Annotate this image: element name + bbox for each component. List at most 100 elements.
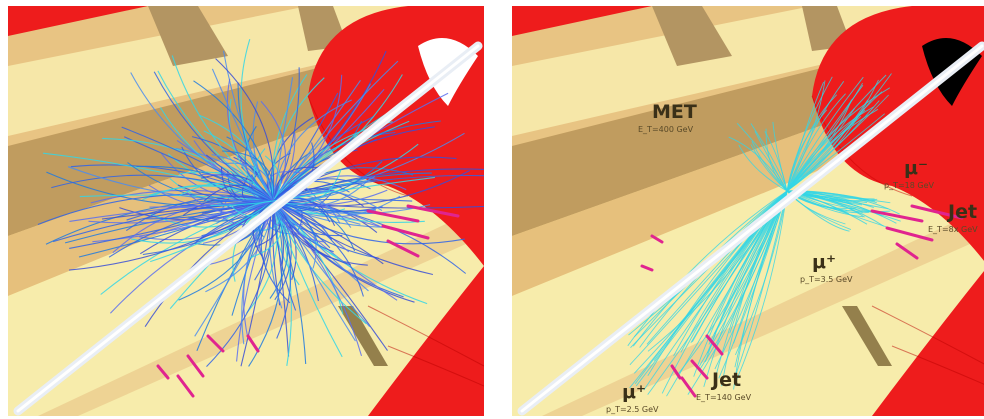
event-display-right: MET E_T=400 GeV μ⁻ p_T=18 GeV Jet E_T=8x…: [512, 6, 984, 416]
track: [37, 193, 274, 226]
energy-deposit: [870, 209, 924, 223]
track: [646, 190, 788, 345]
label-met: MET E_T=400 GeV: [638, 101, 697, 134]
track: [201, 173, 274, 202]
energy-deposit: [885, 226, 934, 242]
label-met-sub: E_T=400 GeV: [638, 125, 694, 134]
calorimeter-red: [811, 6, 984, 416]
track: [78, 200, 274, 258]
label-met-title: MET: [652, 101, 697, 123]
event-display-left: [8, 6, 484, 416]
track: [272, 67, 300, 202]
track: [88, 200, 274, 224]
track: [229, 200, 274, 217]
track: [210, 200, 274, 206]
label-muon-bottom-title: μ⁺: [622, 381, 646, 403]
track: [786, 113, 885, 192]
energy-deposit: [186, 354, 205, 378]
track: [734, 190, 788, 377]
energy-deposit: [910, 204, 964, 220]
label-jet-bottom-title: Jet: [710, 369, 741, 391]
track: [272, 200, 434, 276]
energy-deposits: [156, 204, 460, 398]
track: [738, 144, 788, 192]
track: [786, 81, 845, 192]
track: [110, 200, 274, 314]
track: [186, 192, 274, 214]
track: [272, 200, 369, 292]
track: [193, 80, 274, 202]
track: [272, 200, 356, 342]
track: [198, 114, 274, 202]
energy-deposit: [670, 364, 682, 380]
energy-deposit: [406, 204, 460, 218]
track: [222, 150, 275, 202]
energy-deposit: [366, 209, 420, 223]
track: [272, 200, 290, 357]
track: [79, 194, 274, 202]
energy-deposit: [895, 242, 919, 260]
track: [126, 199, 274, 221]
track: [272, 200, 465, 245]
energy-deposit: [246, 334, 260, 353]
label-muon-bottom-sub: p_T=2.5 GeV: [606, 405, 659, 414]
track: [42, 152, 274, 202]
track: [786, 87, 891, 192]
label-jet-right: Jet E_T=8x GeV: [928, 201, 978, 234]
label-muon-mid: μ⁺ p_T=3.5 GeV: [800, 251, 853, 284]
track: [786, 106, 874, 192]
label-jet-bottom: Jet E_T=140 GeV: [696, 369, 752, 402]
track: [211, 68, 274, 202]
track: [272, 200, 363, 357]
track: [150, 200, 274, 263]
label-muon-mid-sub: p_T=3.5 GeV: [800, 275, 853, 284]
energy-deposit: [680, 376, 697, 398]
track: [733, 190, 788, 390]
label-jet-right-title: Jet: [946, 201, 977, 223]
energy-deposit: [640, 264, 654, 272]
calorimeter-red: [307, 6, 484, 416]
energy-deposit: [176, 374, 195, 398]
track: [272, 200, 398, 301]
track: [627, 190, 788, 347]
track: [786, 80, 826, 192]
label-jet-right-sub: E_T=8x GeV: [928, 225, 978, 234]
track: [272, 178, 371, 202]
track: [786, 76, 864, 192]
track: [750, 144, 788, 192]
track: [786, 108, 879, 192]
track: [735, 190, 788, 383]
track: [52, 200, 274, 243]
label-muon-top: μ⁻ p_T=18 GeV: [884, 157, 935, 190]
track: [734, 190, 788, 356]
track: [786, 109, 866, 192]
label-muon-bottom: μ⁺ p_T=2.5 GeV: [606, 381, 659, 414]
label-muon-top-title: μ⁻: [904, 157, 928, 179]
energy-deposit: [206, 334, 225, 353]
track: [130, 72, 274, 202]
track: [786, 93, 846, 192]
label-muon-mid-title: μ⁺: [812, 251, 836, 273]
track: [68, 166, 274, 202]
track: [272, 174, 484, 202]
label-muon-top-sub: p_T=18 GeV: [884, 181, 935, 190]
label-jet-bottom-sub: E_T=140 GeV: [696, 393, 752, 402]
track: [751, 141, 788, 192]
track: [201, 174, 274, 202]
energy-deposit: [386, 239, 420, 258]
track: [272, 77, 294, 202]
energy-deposit: [705, 334, 724, 356]
track: [272, 200, 343, 358]
track: [240, 200, 274, 367]
energy-deposit: [381, 224, 430, 240]
track: [772, 121, 788, 192]
track: [100, 200, 274, 295]
energy-deposit: [650, 234, 664, 244]
energy-deposit: [156, 364, 170, 380]
track: [69, 200, 274, 222]
energy-deposits: [640, 204, 964, 398]
energy-deposit: [690, 359, 709, 380]
track: [51, 174, 274, 202]
track: [728, 136, 788, 192]
track: [264, 155, 281, 202]
